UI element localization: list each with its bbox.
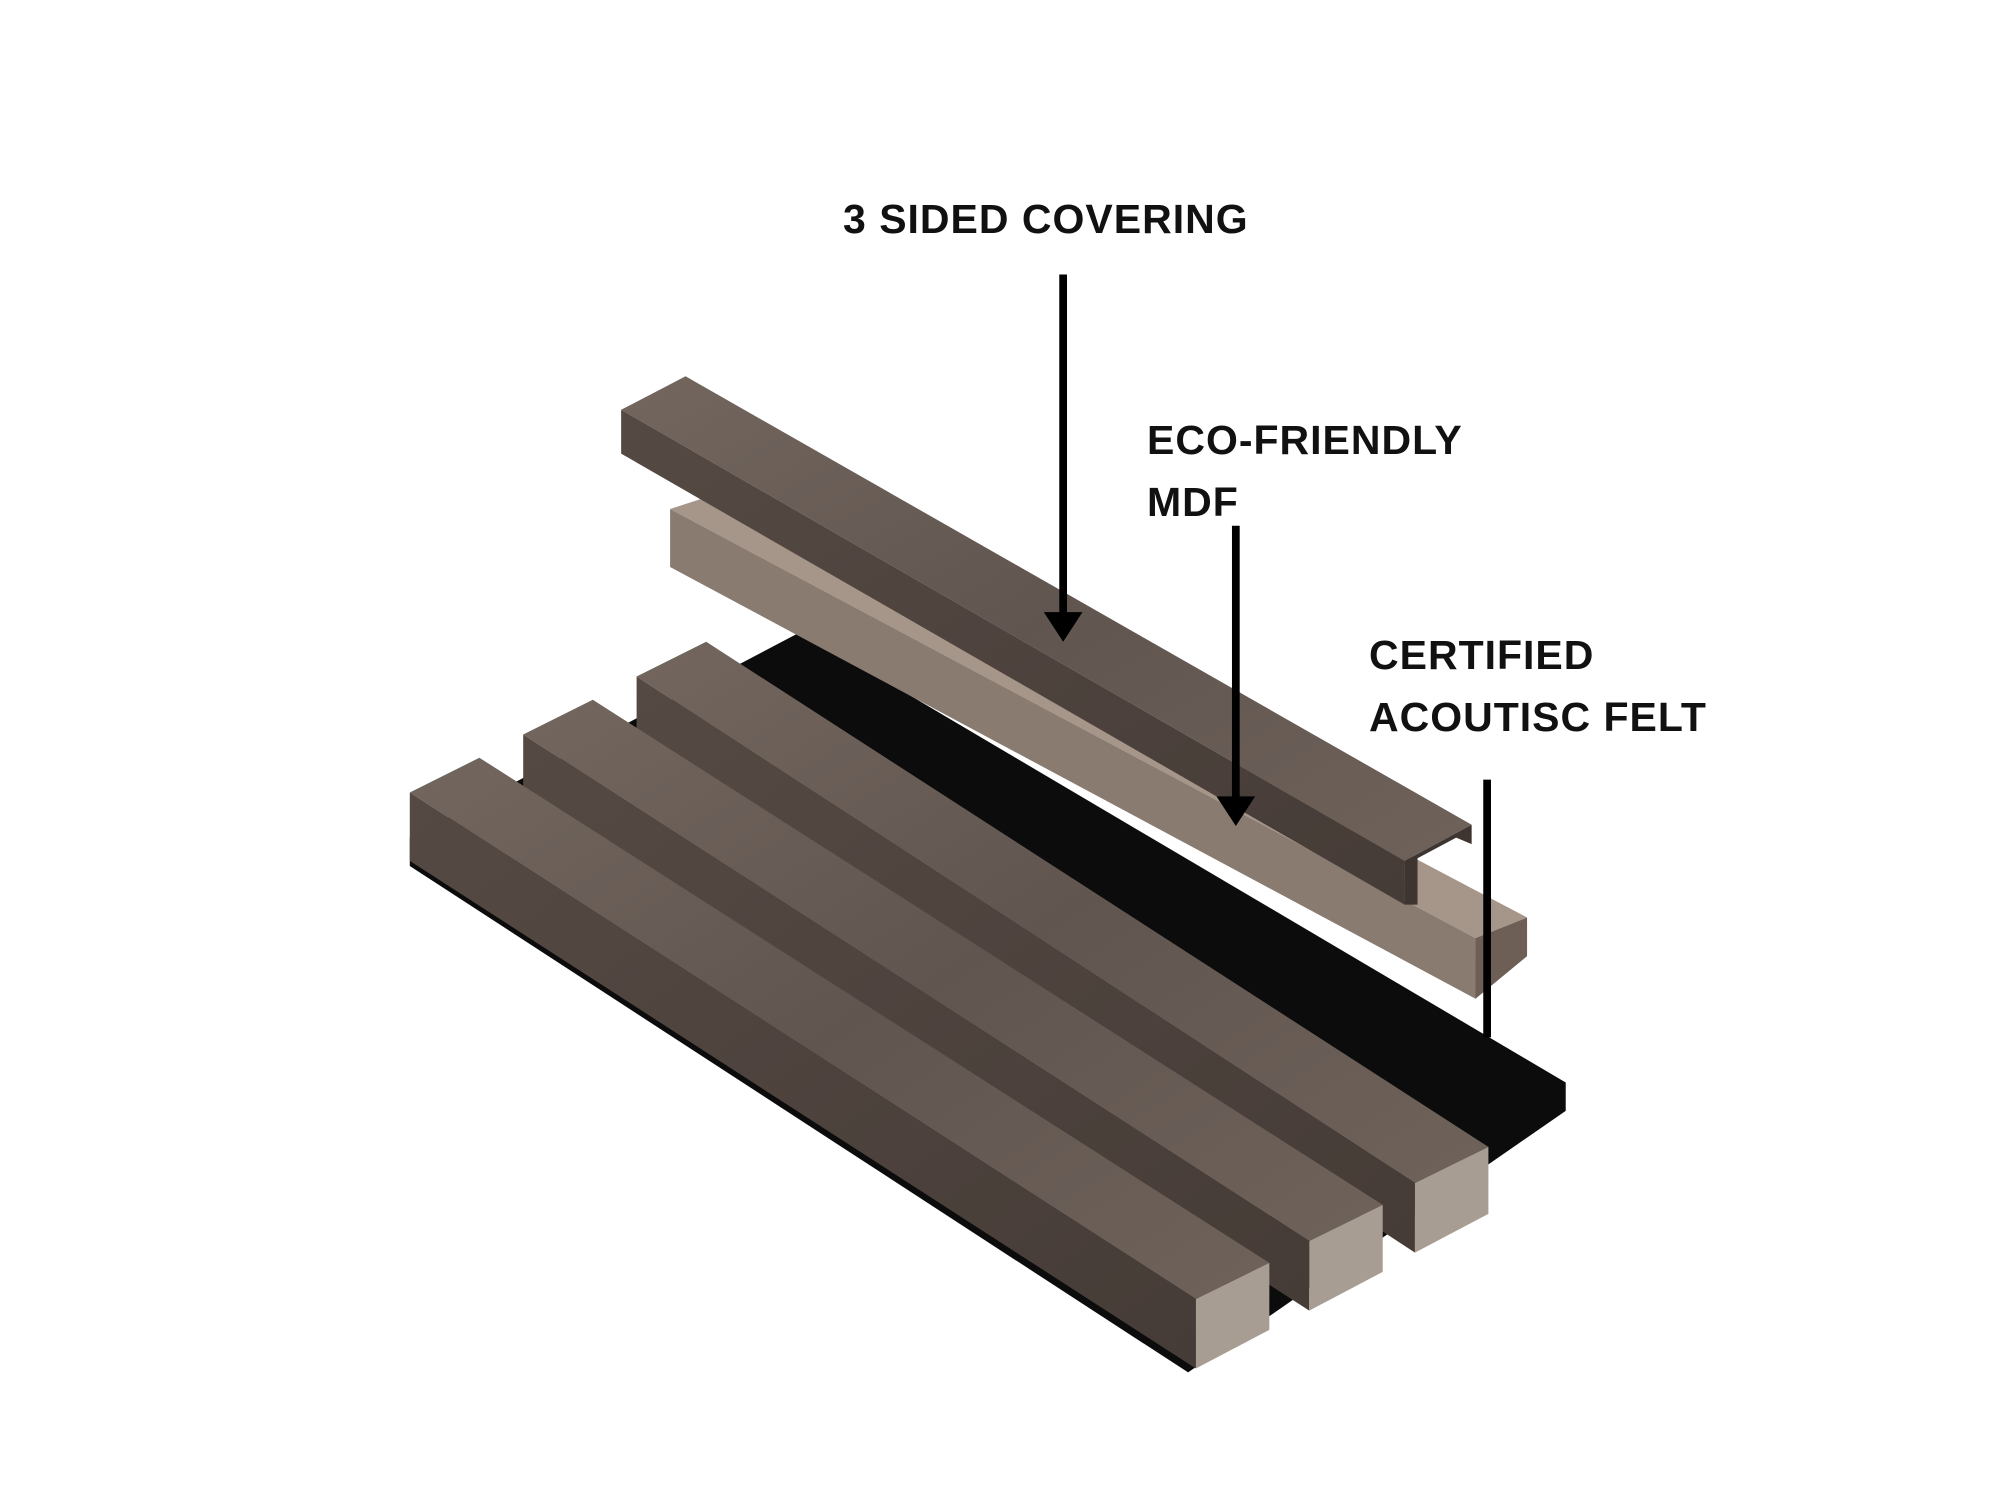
label-3-sided-covering: 3 SIDED COVERING [843,196,1249,242]
label-mdf-line1: ECO-FRIENDLY [1147,417,1463,463]
label-certified-felt: CERTIFIED ACOUTISC FELT [1369,624,1707,748]
wood-slat-front [409,757,1270,1369]
label-eco-friendly-mdf: ECO-FRIENDLY MDF [1147,409,1463,533]
mdf-arrow [1216,525,1256,827]
covering-arrow [1043,274,1083,642]
three-sided-covering [621,376,1472,905]
label-mdf-line2: MDF [1147,479,1239,525]
label-felt-line1: CERTIFIED [1369,632,1595,678]
label-felt-line2: ACOUTISC FELT [1369,694,1707,740]
